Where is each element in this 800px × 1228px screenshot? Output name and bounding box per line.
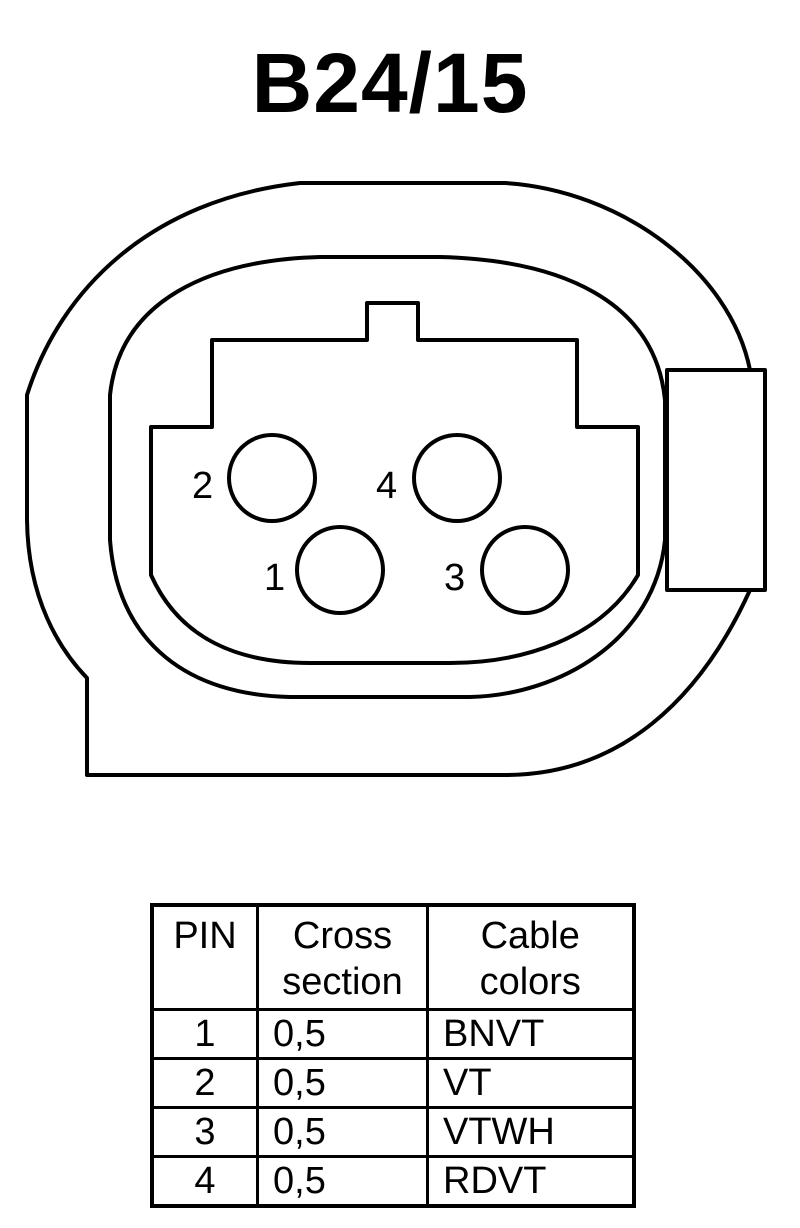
pin-label-4: 4 [376,465,397,507]
connector-title: B24/15 [251,36,529,130]
table-row: 1 0,5 BNVT [150,1007,635,1060]
cell-pin: 2 [150,1056,259,1109]
cell-pin: 4 [150,1154,259,1207]
connector-diagram: 1 2 3 4 [25,181,767,777]
cell-cable-color: VT [426,1056,635,1109]
pin-hole-4 [412,433,502,523]
inner-ring-outline [108,255,667,699]
cell-cable-color: VTWH [426,1105,635,1158]
cell-pin: 1 [150,1007,259,1060]
table-row: 4 0,5 RDVT [150,1154,635,1207]
cell-cross-section: 0,5 [256,1056,429,1109]
pin-hole-2 [227,433,317,523]
pin-cavity-outline [149,301,640,665]
table-row: 2 0,5 VT [150,1056,635,1109]
cell-cable-color: BNVT [426,1007,635,1060]
table-row: 3 0,5 VTWH [150,1105,635,1158]
header-cross-section: Cross section [256,903,429,1011]
pin-label-1: 1 [264,557,285,599]
pin-label-3: 3 [444,557,465,599]
cell-pin: 3 [150,1105,259,1158]
header-pin: PIN [150,903,259,1011]
side-latch-tab [665,368,767,592]
cell-cross-section: 0,5 [256,1105,429,1158]
pin-hole-1 [295,525,385,615]
cell-cross-section: 0,5 [256,1154,429,1207]
outer-housing-outline [25,181,752,777]
pin-assignment-table: PIN Cross section Cable colors 1 0,5 BNV… [150,903,636,1208]
pin-hole-3 [480,525,570,615]
header-cable-colors: Cable colors [426,903,635,1011]
pin-label-2: 2 [192,465,213,507]
cell-cross-section: 0,5 [256,1007,429,1060]
table-header-row: PIN Cross section Cable colors [150,903,635,1011]
cell-cable-color: RDVT [426,1154,635,1207]
